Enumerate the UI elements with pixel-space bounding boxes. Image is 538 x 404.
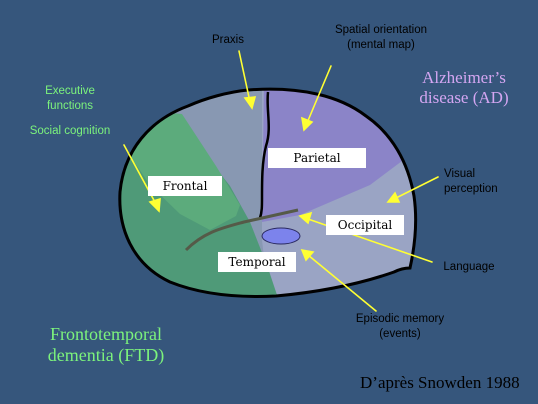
ftd-line-2: dementia (FTD) [47, 345, 165, 365]
visual-line-2: perception [444, 183, 498, 195]
executive-line-2: functions [46, 100, 94, 112]
hippocampus [261, 227, 301, 245]
occipital-label: Occipital [326, 215, 404, 235]
visual-arrow [393, 176, 439, 200]
ftd-line-1: Frontotemporal [50, 324, 162, 344]
spatial-orientation-label: Spatial orientation (mental map) [316, 23, 446, 53]
central-sulcus [258, 91, 270, 219]
source-credit: D’après Snowden 1988 [360, 373, 520, 392]
visual-perception-label: Visual perception [444, 167, 512, 197]
ad-line-1: Alzheimer’s [422, 68, 506, 87]
praxis-label: Praxis [212, 34, 244, 46]
temporal-label: Temporal [218, 252, 296, 272]
ftd-label: Frontotemporal dementia (FTD) [36, 324, 176, 366]
visual-line-1: Visual [444, 168, 476, 180]
spatial-line-2: (mental map) [347, 39, 415, 51]
executive-line-1: Executive [45, 85, 95, 97]
executive-arrowhead [148, 197, 161, 213]
praxis-arrowhead [243, 96, 257, 110]
frontal-label: Frontal [148, 176, 222, 196]
ad-line-2: disease (AD) [419, 88, 509, 107]
alzheimers-label: Alzheimer’s disease (AD) [412, 68, 516, 108]
executive-functions-label: Executive functions [28, 84, 112, 114]
visual-arrowhead [386, 191, 401, 203]
spatial-arrow [306, 65, 332, 124]
spatial-line-1: Spatial orientation [334, 24, 428, 36]
episodic-memory-label: Episodic memory (events) [344, 312, 456, 342]
social-cognition-label: Social cognition [29, 125, 111, 137]
episodic-arrowhead [300, 248, 315, 262]
episodic-arrow [307, 254, 377, 312]
language-arrowhead [298, 211, 313, 225]
episodic-line-2: (events) [379, 328, 421, 340]
sylvian-fissure [184, 208, 299, 252]
parietal-label: Parietal [268, 148, 366, 168]
episodic-line-1: Episodic memory [355, 313, 445, 325]
spatial-arrowhead [300, 116, 314, 132]
ftd-frontal-wedge [126, 112, 240, 230]
praxis-arrow [238, 50, 251, 103]
language-label: Language [443, 261, 495, 273]
